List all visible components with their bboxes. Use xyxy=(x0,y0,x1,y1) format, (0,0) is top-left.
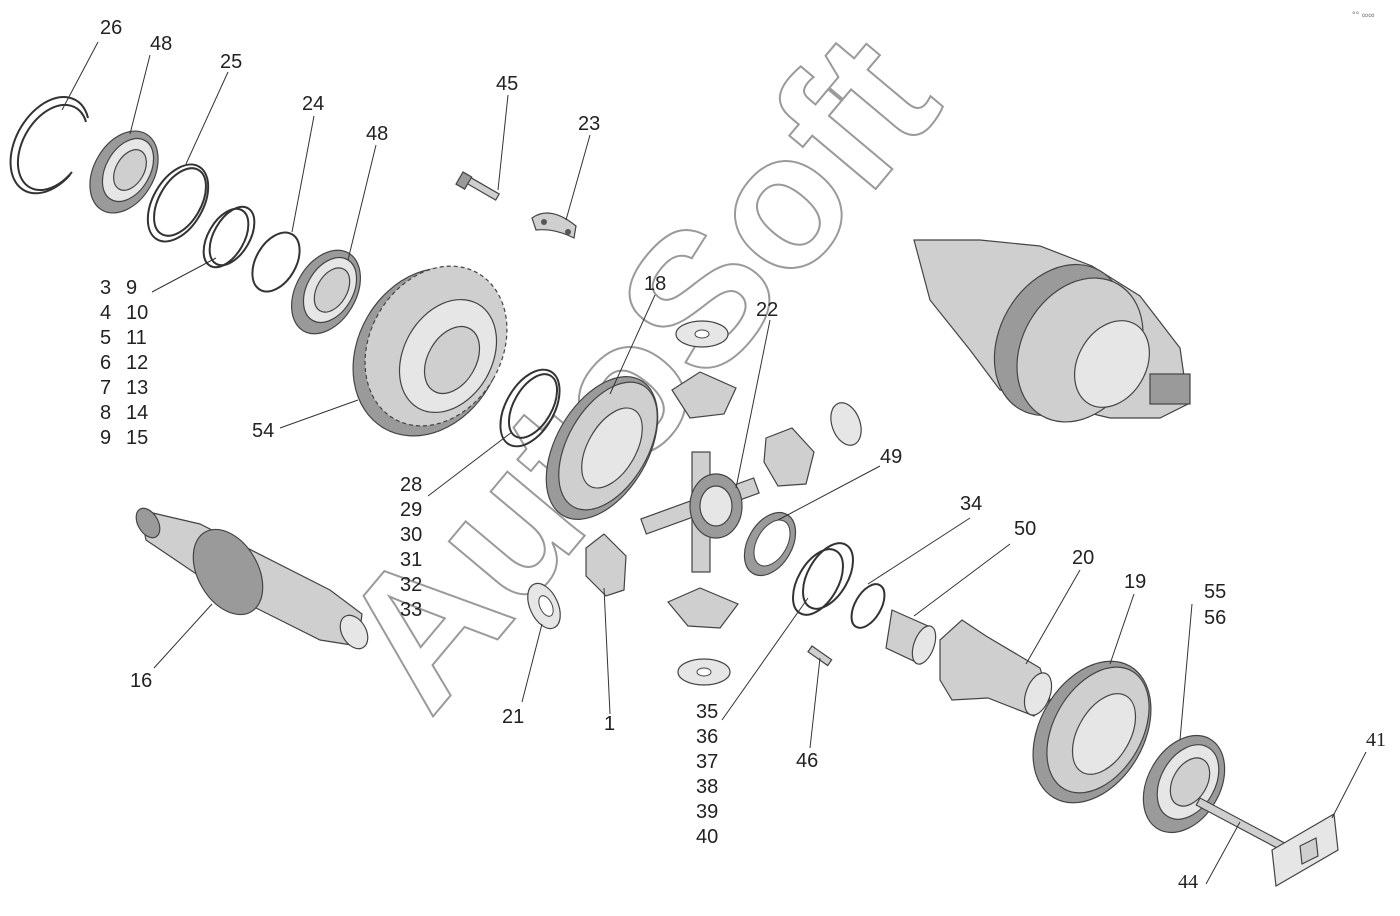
label-24: 24 xyxy=(302,93,324,115)
thrust-washer-right xyxy=(830,402,862,446)
part-24-ring xyxy=(251,231,301,293)
part-26-snap-ring xyxy=(9,96,89,195)
label-54: 54 xyxy=(252,420,274,442)
part-34-ring xyxy=(850,583,886,629)
label-5: 5 xyxy=(100,327,111,349)
leader-lines xyxy=(61,41,1367,885)
label-21: 21 xyxy=(502,706,524,728)
label-33: 33 xyxy=(400,599,422,621)
label-37: 37 xyxy=(696,751,718,773)
label-group-35-40: 35 36 37 38 39 40 xyxy=(696,701,718,848)
label-13: 13 xyxy=(126,377,148,399)
label-group-28-33: 28 29 30 31 32 33 xyxy=(400,474,422,621)
shim-pack-35-40 xyxy=(792,542,854,616)
label-14: 14 xyxy=(126,402,148,424)
label-1: 1 xyxy=(604,713,615,735)
shim-pack-3-15 xyxy=(202,205,256,269)
label-36: 36 xyxy=(696,726,718,748)
label-38: 38 xyxy=(696,776,718,798)
thrust-washer-top xyxy=(675,320,729,348)
label-32: 32 xyxy=(400,574,422,596)
label-48-left: 48 xyxy=(150,33,172,55)
part-21-washer xyxy=(527,582,561,630)
label-45: 45 xyxy=(496,73,518,95)
label-48-right: 48 xyxy=(366,123,388,145)
label-49: 49 xyxy=(880,446,902,468)
spider-cross xyxy=(640,451,760,573)
corner-mark: °° ∞∞ xyxy=(1352,10,1375,20)
label-40: 40 xyxy=(696,826,718,848)
label-6: 6 xyxy=(100,352,111,374)
label-25: 25 xyxy=(220,51,242,73)
label-26: 26 xyxy=(100,17,122,39)
label-34: 34 xyxy=(960,493,982,515)
label-10: 10 xyxy=(126,302,148,324)
label-30: 30 xyxy=(400,524,422,546)
label-15: 15 xyxy=(126,427,148,449)
part-16-shaft xyxy=(135,507,369,650)
part-19-flange xyxy=(1032,660,1152,804)
bevel-gear-left xyxy=(585,533,627,597)
part-18-housing-half xyxy=(545,376,659,520)
part-23-lock-plate xyxy=(531,212,577,239)
label-50: 50 xyxy=(1014,518,1036,540)
label-group-3-15: 3 4 5 6 7 8 9 9 10 11 12 13 14 15 xyxy=(100,277,148,449)
part-46-pin xyxy=(807,645,833,667)
label-29: 29 xyxy=(400,499,422,521)
part-48-bearing-left xyxy=(89,130,159,214)
part-54-crown-gear xyxy=(352,265,508,437)
label-28: 28 xyxy=(400,474,422,496)
label-8: 8 xyxy=(100,402,111,424)
label-23: 23 xyxy=(578,113,600,135)
label-55: 55 xyxy=(1204,581,1226,603)
label-7: 7 xyxy=(100,377,111,399)
label-31: 31 xyxy=(400,549,422,571)
label-41: 41 xyxy=(1366,729,1386,751)
assembled-unit xyxy=(913,239,1191,423)
label-11: 11 xyxy=(126,327,147,349)
label-19: 19 xyxy=(1124,571,1146,593)
label-9a: 9 xyxy=(100,427,111,449)
part-28-33-ring xyxy=(499,368,561,448)
bevel-gear-bottom xyxy=(667,587,739,629)
label-18: 18 xyxy=(644,273,666,295)
label-56: 56 xyxy=(1204,607,1226,629)
label-4: 4 xyxy=(100,302,111,324)
label-16: 16 xyxy=(130,670,152,692)
part-48-bearing-right xyxy=(291,249,361,335)
callout-labels: 26 48 25 24 48 45 23 18 22 54 49 34 50 2… xyxy=(100,17,1386,893)
label-46: 46 xyxy=(796,750,818,772)
part-41-plate xyxy=(1271,813,1339,887)
part-20-pinion xyxy=(939,619,1053,717)
part-50-needle-bearing xyxy=(885,609,937,665)
label-39: 39 xyxy=(696,801,718,823)
part-25-ring xyxy=(146,163,210,243)
label-20: 20 xyxy=(1072,547,1094,569)
thrust-washer-bottom xyxy=(677,658,731,686)
part-49-ring xyxy=(743,511,797,577)
label-44: 44 xyxy=(1178,871,1198,893)
part-45-bolt xyxy=(455,171,500,201)
label-35: 35 xyxy=(696,701,718,723)
bevel-gear-right xyxy=(763,427,815,487)
label-12: 12 xyxy=(126,352,148,374)
label-22: 22 xyxy=(756,299,778,321)
bevel-gear-top xyxy=(671,371,737,419)
label-9b: 9 xyxy=(126,277,137,299)
label-3: 3 xyxy=(100,277,111,299)
